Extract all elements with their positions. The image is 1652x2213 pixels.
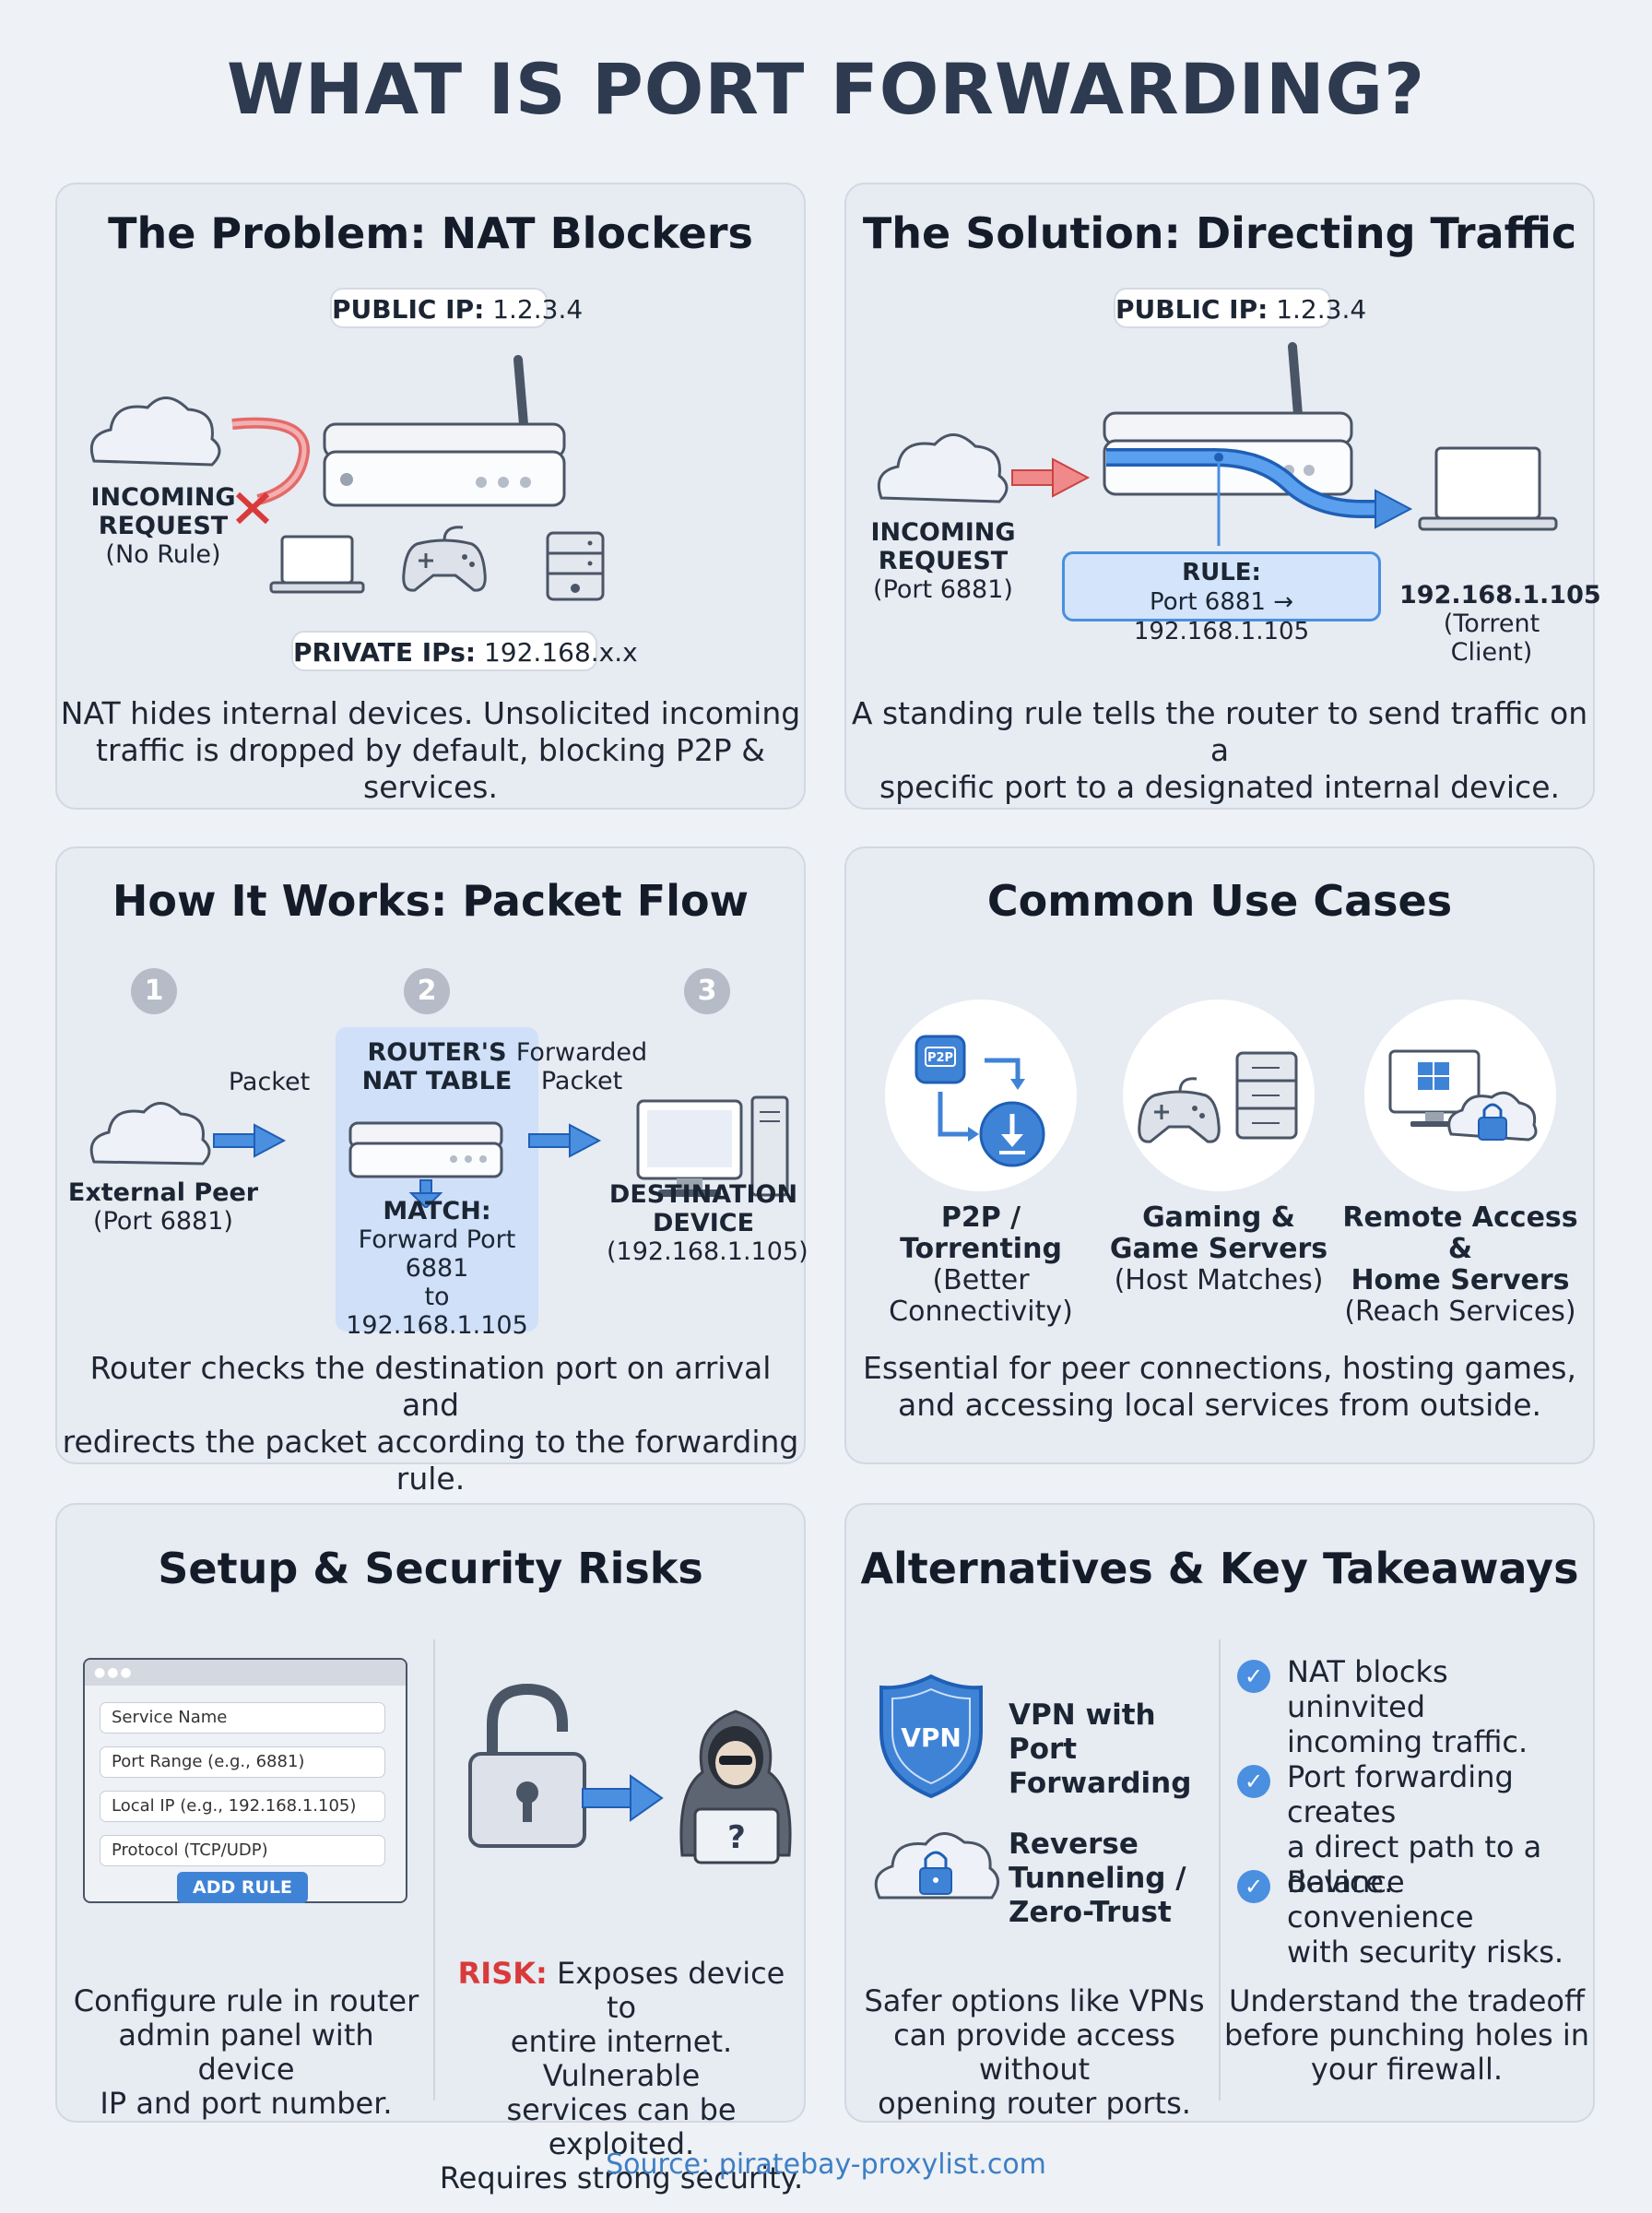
- remote-access-icon: [1364, 1000, 1556, 1191]
- exposure-arrow-icon: [582, 1774, 664, 1822]
- router-icon: [348, 1121, 503, 1178]
- vpn-shield-icon: VPN: [879, 1674, 983, 1799]
- svg-text:?: ?: [727, 1819, 746, 1856]
- server-icon: [546, 531, 605, 601]
- nat-table-label: ROUTER'S NAT TABLE: [361, 1038, 513, 1095]
- vpn-option-label: VPN with Port Forwarding: [1009, 1698, 1192, 1800]
- public-ip-badge: PUBLIC IP: 1.2.3.4: [330, 288, 583, 328]
- cloud-lock-icon: [874, 1832, 999, 1899]
- alternatives-icons: VPN: [874, 1674, 999, 1899]
- local-ip-field[interactable]: Local IP (e.g., 192.168.1.105): [100, 1791, 385, 1822]
- check-icon: ✓: [1237, 1870, 1270, 1903]
- router-icon: [323, 355, 566, 507]
- takeaway-1: NAT blocks uninvited incoming traffic.: [1287, 1654, 1528, 1759]
- setup-panel: Setup & Security Risks ●●● Service Name …: [55, 1503, 806, 2195]
- how-panel: How It Works: Packet Flow 1 2 3 ROUTER'S…: [55, 846, 808, 1497]
- step-1-badge: 1: [131, 968, 177, 1014]
- alternatives-title: Alternatives & Key Takeaways: [860, 1544, 1579, 1593]
- takeaway-3: Balance convenience with security risks.: [1287, 1864, 1564, 1970]
- alternatives-right-caption: Understand the tradeoff before punching …: [1224, 1983, 1590, 2087]
- problem-title: The Problem: NAT Blockers: [108, 208, 753, 258]
- incoming-arrow-icon: [1011, 457, 1091, 498]
- risk-label: RISK:: [457, 1956, 548, 1991]
- cloud-icon: [877, 433, 1009, 503]
- laptop-icon: [1418, 446, 1558, 531]
- packet-arrow-icon: [213, 1123, 287, 1158]
- step-2-badge: 2: [404, 968, 450, 1014]
- reverse-tunneling-label: Reverse Tunneling / Zero-Trust: [1009, 1828, 1186, 1929]
- forward-path-arrow-icon: [1106, 448, 1413, 546]
- p2p-torrent-icon: P2P: [885, 1000, 1077, 1191]
- problem-panel: The Problem: NAT Blockers PUBLIC IP: 1.2…: [55, 183, 806, 810]
- forwarded-packet-label: Forwarded Packet: [515, 1038, 648, 1095]
- setup-title: Setup & Security Risks: [158, 1544, 703, 1593]
- problem-caption: NAT hides internal devices. Unsolicited …: [60, 695, 801, 805]
- window-dots: ●●●: [94, 1665, 134, 1680]
- solution-title: The Solution: Directing Traffic: [862, 208, 1577, 258]
- incoming-request-label: INCOMING REQUEST (Port 6881): [870, 518, 1016, 604]
- page-title: WHAT IS PORT FORWARDING?: [226, 48, 1426, 130]
- alternatives-panel: Alternatives & Key Takeaways VPN VPN wit…: [844, 1503, 1595, 2123]
- gamepad-icon: [402, 526, 487, 592]
- laptop-icon: [269, 535, 365, 594]
- down-arrow-icon: [408, 1179, 443, 1208]
- security-risk-illustration: ?: [468, 1683, 792, 1864]
- problem-diagram: [89, 355, 605, 601]
- incoming-request-label: INCOMING REQUEST (No Rule): [90, 483, 236, 569]
- risk-caption: RISK: Exposes device to entire internet.…: [439, 1956, 804, 2195]
- divider: [433, 1639, 435, 2101]
- destination-label: 192.168.1.105 (Torrent Client): [1399, 581, 1601, 667]
- service-name-field[interactable]: Service Name: [100, 1702, 385, 1734]
- usecases-title: Common Use Cases: [986, 876, 1453, 926]
- unlocked-padlock-icon: [468, 1683, 586, 1848]
- gaming-server-icon: [1123, 1000, 1315, 1191]
- desktop-computer-icon: [636, 1095, 789, 1197]
- setup-caption: Configure rule in router admin panel wit…: [73, 1983, 419, 2121]
- solution-caption: A standing rule tells the router to send…: [851, 695, 1588, 805]
- use-case-icons: P2P: [885, 1000, 1556, 1191]
- destination-device-label: DESTINATION DEVICE (192.168.1.105): [607, 1180, 808, 1266]
- use-case-p2p: P2P / Torrenting (Better Connectivity): [889, 1201, 1073, 1328]
- packet-flow-diagram: [89, 1095, 789, 1208]
- protocol-field[interactable]: Protocol (TCP/UDP): [100, 1835, 385, 1866]
- svg-text:P2P: P2P: [927, 1051, 953, 1065]
- public-ip-badge: PUBLIC IP: 1.2.3.4: [1114, 288, 1366, 328]
- step-3-badge: 3: [684, 968, 730, 1014]
- alternatives-left-caption: Safer options like VPNs can provide acce…: [864, 1983, 1205, 2121]
- packet-label: Packet: [228, 1068, 311, 1096]
- add-rule-button[interactable]: ADD RULE: [177, 1872, 308, 1903]
- source-link[interactable]: Source: piratebay-proxylist.com: [606, 2148, 1046, 2181]
- solution-panel: The Solution: Directing Traffic PUBLIC I…: [844, 183, 1601, 810]
- match-label: MATCH: Forward Port 6881 to 192.168.1.10…: [346, 1197, 528, 1340]
- use-case-gaming: Gaming & Game Servers (Host Matches): [1109, 1201, 1328, 1296]
- external-peer-label: External Peer (Port 6881): [67, 1178, 259, 1236]
- private-ips-badge: PRIVATE IPs: 192.168.x.x: [291, 631, 638, 671]
- rule-box: RULE: Port 6881 → 192.168.1.105: [1062, 551, 1381, 645]
- how-title: How It Works: Packet Flow: [112, 876, 749, 926]
- usecases-caption: Essential for peer connections, hosting …: [863, 1350, 1576, 1423]
- forward-arrow-icon: [528, 1123, 602, 1158]
- check-icon: ✓: [1237, 1660, 1270, 1693]
- use-case-remote: Remote Access & Home Servers (Reach Serv…: [1342, 1201, 1578, 1328]
- svg-text:VPN: VPN: [901, 1722, 962, 1753]
- cloud-icon: [89, 396, 221, 467]
- blocked-arrow-icon: [231, 417, 310, 525]
- takeaway-2: Port forwarding creates a direct path to…: [1287, 1759, 1542, 1899]
- usecases-panel: Common Use Cases P2P: [844, 846, 1595, 1464]
- solution-diagram: [877, 342, 1558, 546]
- cloud-icon: [89, 1102, 211, 1166]
- check-icon: ✓: [1237, 1765, 1270, 1798]
- port-range-field[interactable]: Port Range (e.g., 6881): [100, 1746, 385, 1778]
- router-icon: [1103, 342, 1353, 496]
- nat-table-box: [336, 1027, 538, 1331]
- form-title-bar: [85, 1660, 406, 1686]
- how-caption: Router checks the destination port on ar…: [62, 1350, 799, 1497]
- router-admin-form: ●●● Service Name Port Range (e.g., 6881)…: [83, 1658, 407, 1903]
- hacker-icon: ?: [679, 1710, 792, 1864]
- divider: [1219, 1639, 1221, 2101]
